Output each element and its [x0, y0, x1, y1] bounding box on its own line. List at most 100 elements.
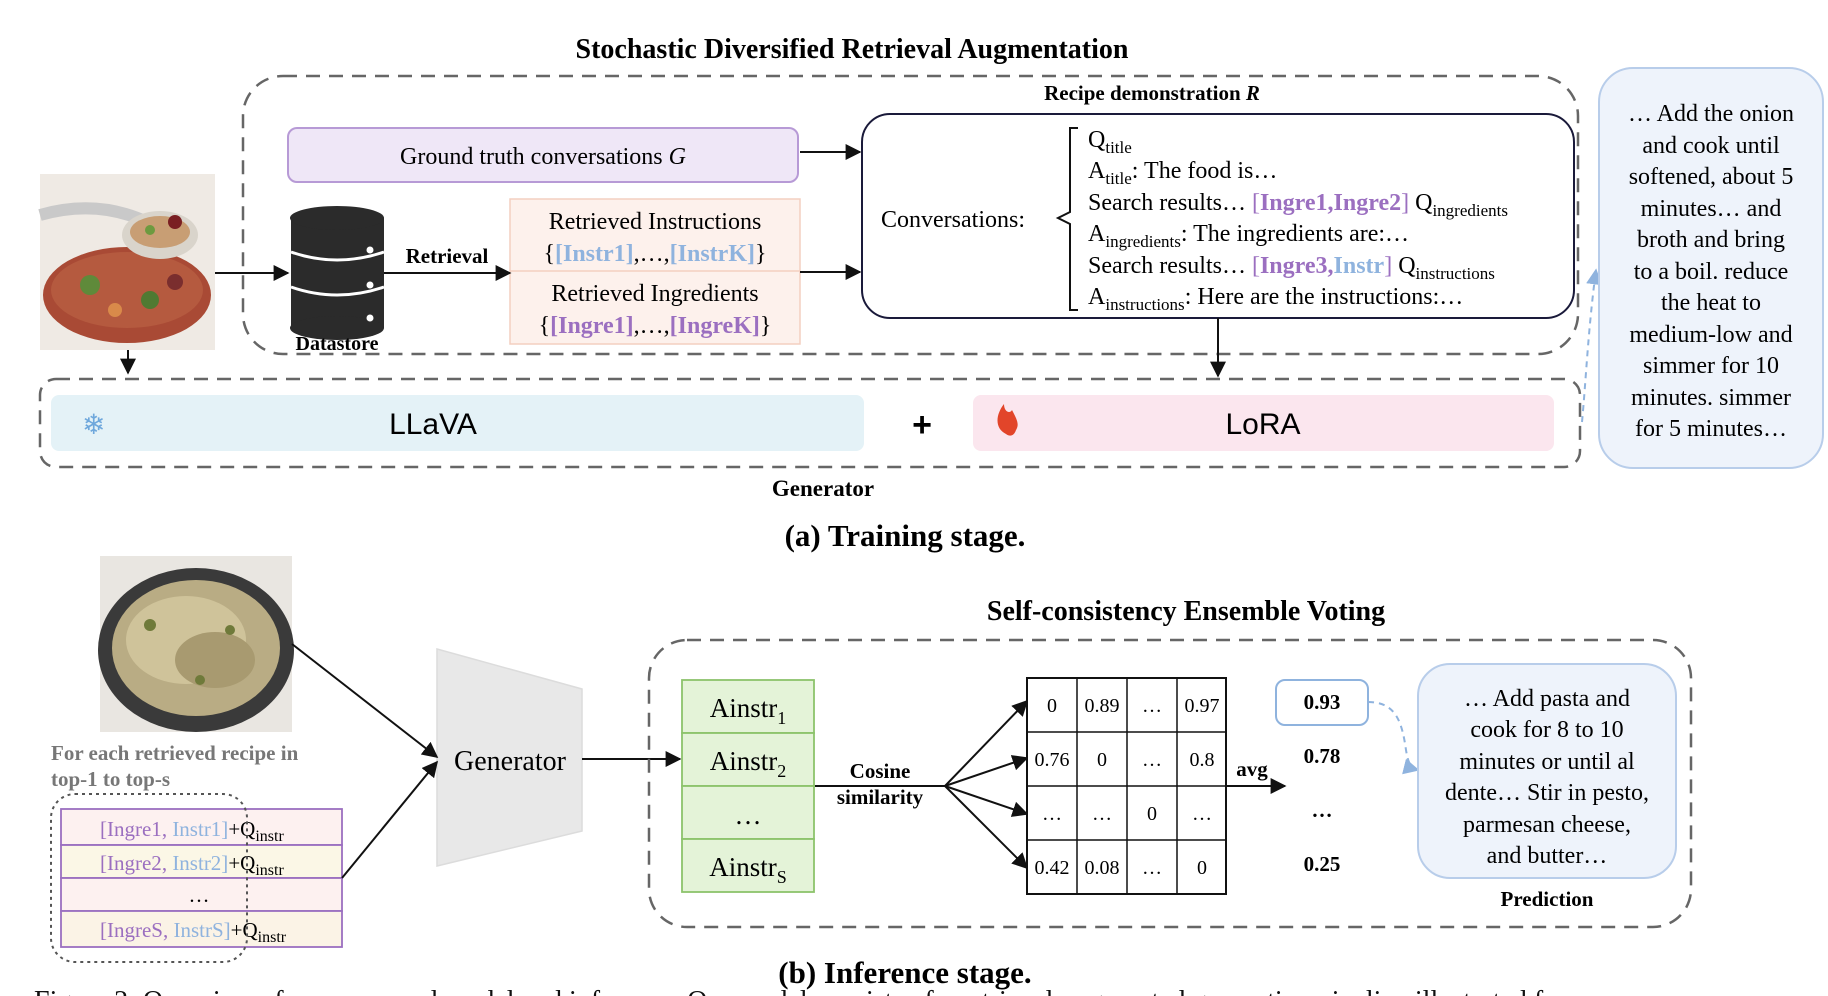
similarity-matrix: [1026, 677, 1227, 895]
svg-text:cook for 8 to 10: cook for 8 to 10: [1470, 717, 1623, 743]
svg-text:broth and bring: broth and bring: [1637, 227, 1785, 253]
conv-a-title: Atitle: The food is…: [1088, 158, 1277, 188]
retrieval-label: Retrieval: [406, 244, 489, 268]
matrix-cell: 0: [1197, 857, 1207, 879]
flame-icon: [997, 404, 1018, 436]
sdra-region: [241, 74, 1580, 356]
svg-text:softened, about 5: softened, about 5: [1629, 164, 1794, 190]
generator-block: [436, 648, 583, 867]
plus-sign: +: [912, 406, 932, 444]
conv-q-title: Qtitle: [1088, 127, 1132, 157]
query-stack: [60, 808, 343, 948]
svg-text:minutes… and: minutes… and: [1641, 196, 1782, 222]
ainstr-dots: …: [735, 800, 762, 830]
prediction-text: … Add pasta and cook for 8 to 10 minutes…: [1445, 686, 1649, 869]
avg-label: avg: [1236, 757, 1268, 781]
svg-text:and butter…: and butter…: [1487, 843, 1608, 869]
matrix-cell: 0.89: [1085, 695, 1120, 717]
matrix-cell: …: [1192, 803, 1212, 825]
svg-text:… Add pasta and: … Add pasta and: [1464, 686, 1630, 712]
matrix-cell: 0.08: [1085, 857, 1120, 879]
ainstr-2: Ainstr2: [710, 746, 787, 781]
sdra-title: Stochastic Diversified Retrieval Augment…: [576, 34, 1129, 65]
retrieved-note-line-2: top-1 to top-s: [51, 767, 170, 791]
sev-title: Self-consistency Ensemble Voting: [987, 596, 1385, 627]
datastore-icon: [290, 206, 385, 340]
training-output-bubble: [1598, 67, 1824, 469]
inference-arrows: [291, 643, 1287, 879]
svg-text:parmesan cheese,: parmesan cheese,: [1463, 812, 1631, 838]
query-selection-outline: [50, 793, 248, 963]
query-row-s: [IngreS, InstrS]+Qinstr: [100, 918, 287, 946]
pasta-food-image: [98, 556, 294, 732]
conv-a-instructions: Ainstructions: Here are the instructions…: [1088, 284, 1463, 314]
ainstr-s: AinstrS: [709, 852, 787, 887]
svg-text:… Add the onion: … Add the onion: [1628, 101, 1794, 127]
prediction-label: Prediction: [1501, 887, 1594, 911]
svg-text:the heat to: the heat to: [1661, 290, 1761, 316]
svg-text:minutes. simmer: minutes. simmer: [1631, 385, 1791, 411]
score-1: 0.93: [1304, 690, 1341, 714]
conv-search-2: Search results… [Ingre3,Instr] Qinstruct…: [1088, 253, 1495, 283]
conversations-label: Conversations:: [881, 207, 1025, 233]
svg-text:for 5 minutes…: for 5 minutes…: [1635, 416, 1787, 442]
output-arrow: [1581, 268, 1603, 423]
llava-label: LLaVA: [389, 408, 477, 441]
query-row-2: [Ingre2, Instr2]+Qinstr: [100, 851, 284, 879]
score-s: 0.25: [1304, 852, 1341, 876]
matrix-cell: …: [1142, 857, 1162, 879]
generator-label: Generator: [772, 476, 874, 501]
ground-truth-label: Ground truth conversations G: [400, 144, 686, 170]
retrieved-instructions-set: {[Instr1],…,[InstrK]}: [543, 241, 766, 267]
score-dots: …: [1312, 798, 1333, 822]
generator-region: [38, 377, 1582, 469]
snowflake-icon: ❄: [82, 409, 105, 440]
conv-search-1: Search results… [Ingre1,Ingre2] Qingredi…: [1088, 190, 1508, 220]
prediction-bubble: [1417, 663, 1677, 879]
matrix-cell: 0.76: [1035, 749, 1070, 771]
matrix-cell: 0.8: [1190, 749, 1215, 771]
sev-region: [647, 638, 1693, 929]
prediction-arrow: [1367, 701, 1420, 775]
inference-caption: (b) Inference stage.: [778, 955, 1031, 990]
svg-text:minutes or until al: minutes or until al: [1459, 749, 1635, 775]
lora-box: [973, 395, 1554, 451]
retrieved-ingredients-title: Retrieved Ingredients: [551, 281, 758, 307]
svg-text:to a boil. reduce: to a boil. reduce: [1634, 259, 1789, 285]
datastore-label: Datastore: [296, 333, 379, 355]
svg-text:simmer for 10: simmer for 10: [1643, 353, 1779, 379]
retrieved-ingredients-set: {[Ingre1],…,[IngreK]}: [539, 313, 772, 339]
llava-box: [51, 395, 864, 451]
conversations-brace: [1055, 127, 1078, 311]
matrix-cell: 0: [1097, 749, 1107, 771]
query-row-dots: …: [189, 883, 210, 907]
matrix-cell: 0: [1147, 803, 1157, 825]
matrix-cell: 0.42: [1035, 857, 1070, 879]
conv-a-ingredients: Aingredients: The ingredients are:…: [1088, 221, 1409, 251]
matrix-cell: …: [1042, 803, 1062, 825]
ainstr-stack: [681, 679, 815, 893]
retrieved-note-line-1: For each retrieved recipe in: [51, 741, 299, 765]
matrix-cell: 0: [1047, 695, 1057, 717]
query-row-1: [Ingre1, Instr1]+Qinstr: [100, 817, 284, 845]
lora-label: LoRA: [1225, 408, 1300, 441]
matrix-cell: …: [1142, 695, 1162, 717]
recipe-demo-label: Recipe demonstration R: [1044, 81, 1260, 105]
cosine-label-2: similarity: [837, 785, 924, 809]
matrix-cell: …: [1142, 749, 1162, 771]
soup-food-image: [38, 174, 215, 350]
training-output-text: … Add the onion and cook until softened,…: [1628, 101, 1794, 442]
matrix-cell: 0.97: [1185, 695, 1220, 717]
svg-text:medium-low and: medium-low and: [1629, 322, 1792, 348]
ground-truth-box: [287, 127, 799, 183]
training-caption: (a) Training stage.: [785, 518, 1026, 553]
retrieved-instructions-title: Retrieved Instructions: [549, 209, 762, 235]
training-arrows: [120, 144, 1226, 378]
ainstr-1: Ainstr1: [710, 693, 787, 728]
svg-text:dente… Stir in pesto,: dente… Stir in pesto,: [1445, 780, 1649, 806]
svg-text:and cook until: and cook until: [1642, 133, 1780, 159]
matrix-cell: …: [1092, 803, 1112, 825]
score-2: 0.78: [1304, 744, 1341, 768]
inference-generator-label: Generator: [454, 746, 567, 777]
